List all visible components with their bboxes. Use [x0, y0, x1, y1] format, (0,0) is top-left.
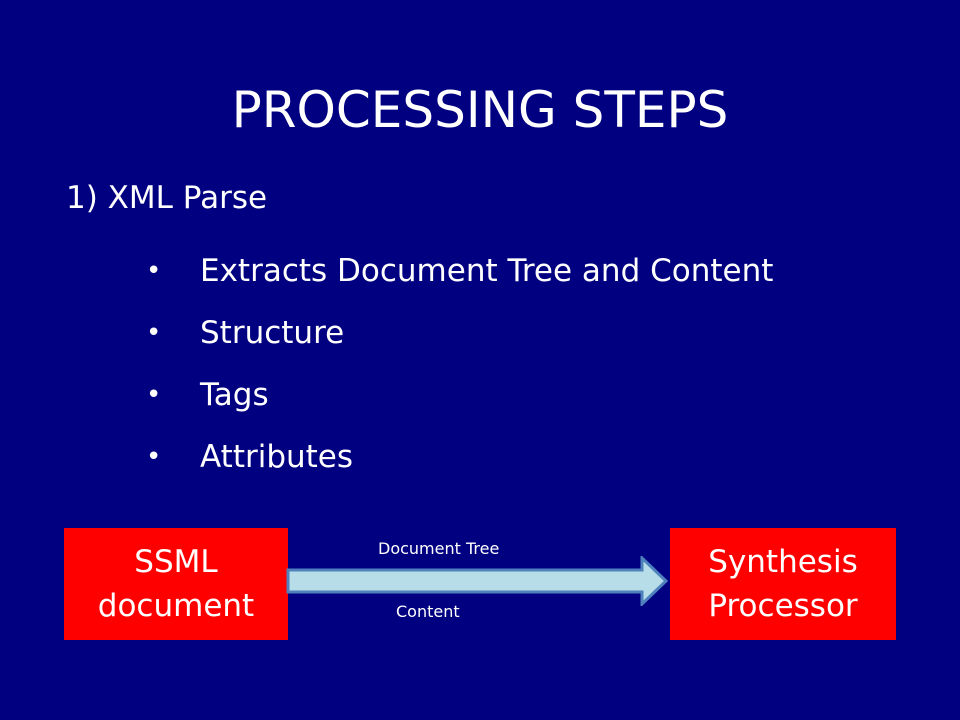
ssml-box-line1: SSML: [134, 544, 218, 580]
flow-arrow-icon: [286, 556, 669, 606]
bullet-dot-icon: •: [146, 380, 162, 410]
slide-title: PROCESSING STEPS: [231, 81, 729, 139]
bullet-item: • Structure: [140, 310, 773, 372]
ssml-document-box: SSML document: [64, 528, 288, 640]
bullet-dot-icon: •: [146, 256, 162, 286]
synth-box-line2: Processor: [708, 588, 858, 624]
flow-arrow-shape: [286, 556, 669, 606]
bullet-list: • Extracts Document Tree and Content • S…: [140, 248, 773, 496]
bullet-item: • Attributes: [140, 434, 773, 496]
bullet-dot-icon: •: [146, 442, 162, 472]
bullet-text: Attributes: [200, 439, 354, 475]
arrow-label-content: Content: [396, 602, 460, 621]
synth-box-line1: Synthesis: [708, 544, 858, 580]
step-heading: 1) XML Parse: [66, 180, 268, 216]
arrow-label-document-tree: Document Tree: [378, 539, 500, 558]
bullet-text: Tags: [200, 377, 269, 413]
bullet-dot-icon: •: [146, 318, 162, 348]
synthesis-processor-box: Synthesis Processor: [670, 528, 896, 640]
bullet-text: Structure: [200, 315, 345, 351]
bullet-item: • Extracts Document Tree and Content: [140, 248, 773, 310]
bullet-text: Extracts Document Tree and Content: [200, 253, 774, 289]
ssml-box-line2: document: [97, 588, 255, 624]
bullet-item: • Tags: [140, 372, 773, 434]
